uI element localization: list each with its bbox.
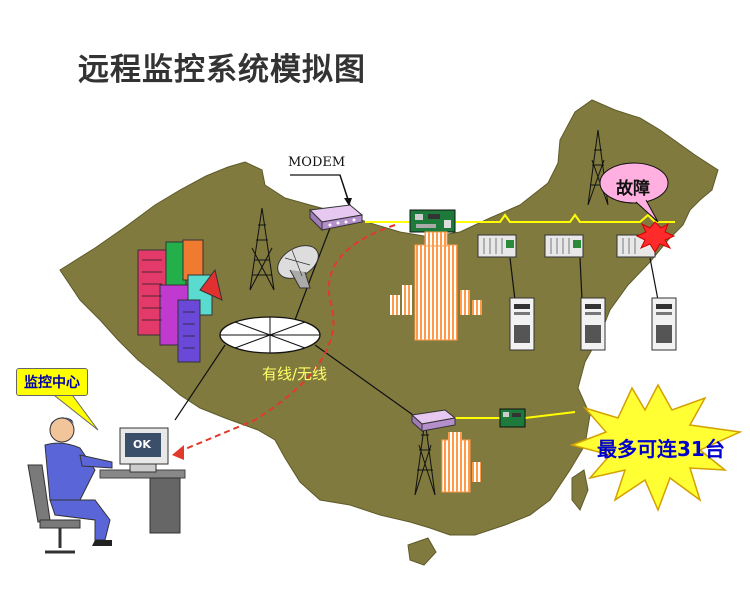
fault-bubble bbox=[599, 162, 669, 223]
wireless-arrow-head bbox=[172, 445, 184, 460]
starburst-shape bbox=[569, 383, 743, 513]
server-tower-1 bbox=[509, 297, 535, 351]
max-connect-label: 最多可连31台 bbox=[597, 437, 725, 461]
modem-north-icon bbox=[308, 204, 364, 232]
fault-label: 故障 bbox=[616, 179, 650, 199]
network-label: 有线/无线 bbox=[262, 365, 328, 383]
page-title: 远程监控系统模拟图 bbox=[78, 52, 366, 88]
building-north-icon bbox=[390, 231, 482, 341]
satellite-dish-icon bbox=[277, 245, 319, 289]
city-buildings-icon bbox=[137, 239, 223, 363]
yellow-bus-south bbox=[450, 411, 576, 419]
server-tower-3 bbox=[651, 297, 677, 351]
radio-tower-south bbox=[414, 419, 436, 496]
modem-label: MODEM bbox=[288, 155, 346, 170]
operator-at-computer-icon bbox=[27, 417, 186, 554]
controller-board-south-icon bbox=[499, 408, 526, 428]
monitor-center-label: 监控中心 bbox=[16, 368, 88, 396]
network-cloud bbox=[219, 316, 321, 354]
radio-tower-northeast bbox=[587, 129, 609, 206]
radio-tower-north bbox=[249, 207, 275, 291]
fault-burst-icon bbox=[635, 221, 676, 253]
modem-label-arrow bbox=[290, 174, 349, 201]
china-map bbox=[59, 99, 719, 536]
controller-board-north-icon bbox=[409, 209, 456, 233]
modem-south-icon bbox=[410, 409, 457, 433]
server-tower-2 bbox=[580, 297, 606, 351]
building-south-icon bbox=[441, 432, 481, 493]
device-unit-2 bbox=[544, 234, 584, 258]
taiwan-island bbox=[571, 469, 589, 511]
device-unit-1 bbox=[477, 234, 517, 258]
yellow-bus-north bbox=[365, 213, 675, 223]
monitor-screen-text: OK bbox=[133, 438, 151, 451]
hainan-island bbox=[407, 537, 437, 566]
wireless-link bbox=[177, 224, 396, 453]
